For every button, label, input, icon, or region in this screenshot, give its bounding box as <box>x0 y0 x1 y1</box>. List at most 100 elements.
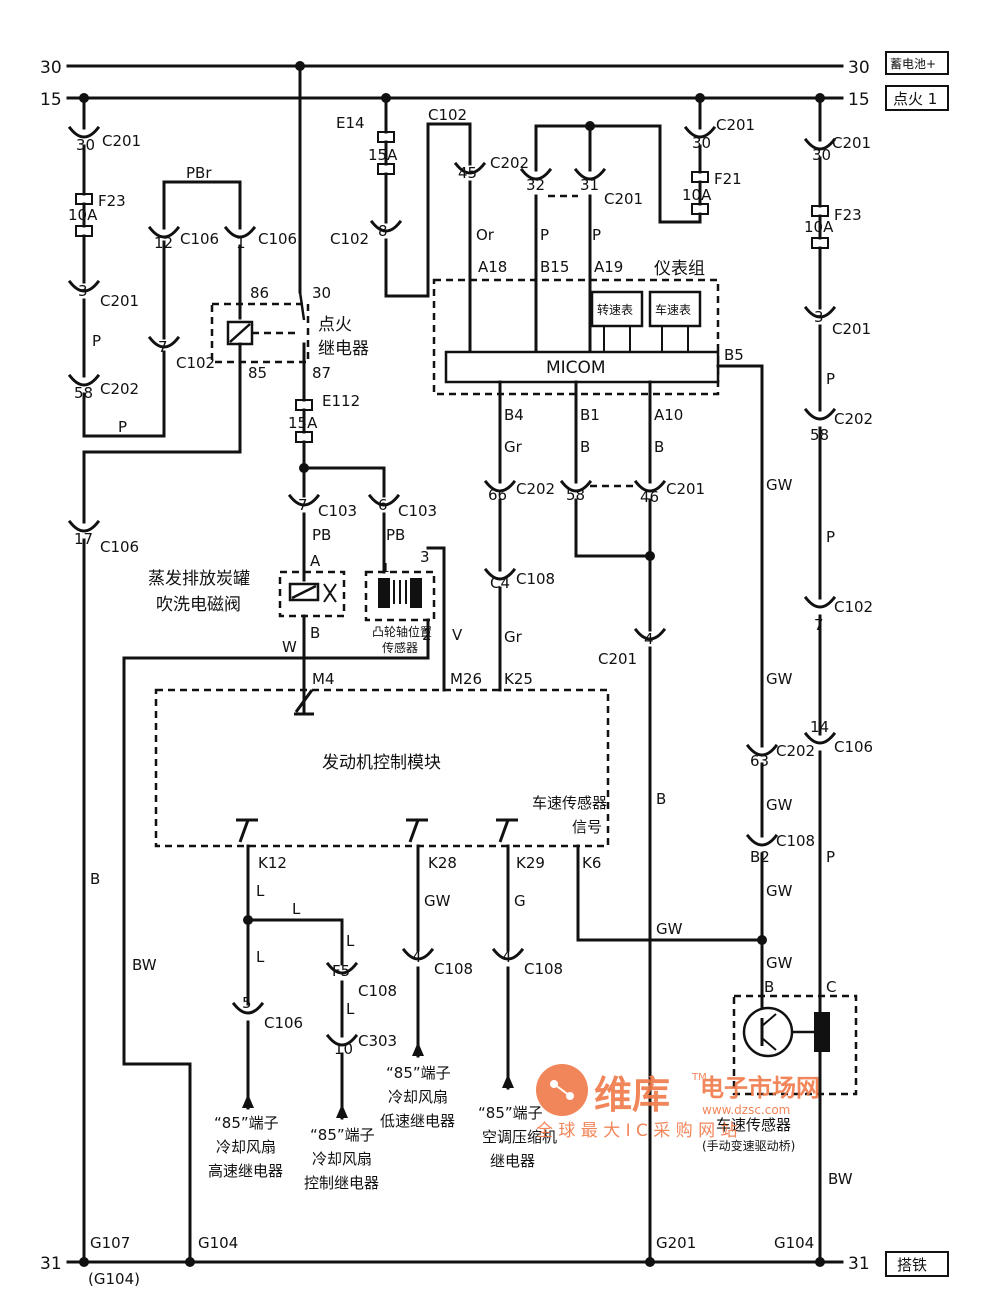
svg-text:G: G <box>514 892 526 910</box>
svg-text:Gr: Gr <box>504 438 523 456</box>
svg-text:转速表: 转速表 <box>597 302 633 317</box>
svg-text:6: 6 <box>378 496 388 514</box>
svg-text:B: B <box>656 790 666 808</box>
svg-text:A19: A19 <box>594 258 623 276</box>
svg-text:C103: C103 <box>318 502 357 520</box>
svg-text:C202: C202 <box>516 480 555 498</box>
svg-text:C202: C202 <box>834 410 873 428</box>
connector-c202-32 <box>519 167 553 181</box>
svg-text:K28: K28 <box>428 854 457 872</box>
connector-c106-14 <box>803 731 837 745</box>
svg-text:C108: C108 <box>516 570 555 588</box>
svg-text:4: 4 <box>502 948 512 966</box>
evap-outline <box>278 570 346 618</box>
svg-text:吹洗电磁阀: 吹洗电磁阀 <box>156 595 241 615</box>
instrument-cluster: 仪表组 MICOM 转速表 车速表 B5 GW GW <box>432 259 793 748</box>
rail-15-label-right: 15 <box>848 90 870 110</box>
svg-text:45: 45 <box>458 164 477 182</box>
connector-c201-31 <box>573 167 607 181</box>
connector-c202-66 <box>483 479 517 493</box>
svg-text:P: P <box>118 418 127 436</box>
svg-text:P: P <box>826 528 835 546</box>
svg-text:87: 87 <box>312 364 331 382</box>
svg-text:C201: C201 <box>102 132 141 150</box>
svg-text:B: B <box>654 438 664 456</box>
connector-c201-30-right <box>803 137 837 151</box>
right-feed-circuit: 30 C201 10A F23 3 C201 P 58 C202 P 7 C10… <box>803 96 873 1264</box>
svg-text:A: A <box>310 552 321 570</box>
svg-text:30: 30 <box>812 146 831 164</box>
svg-text:GW: GW <box>766 670 793 688</box>
e112-circuit: 15A E112 7 C103 6 C103 PB PB <box>287 392 437 582</box>
svg-text:F23: F23 <box>98 192 126 210</box>
vehicle-speed-sensor-circuit: GW 63 C202 GW B2 C108 GW GW B C 车速传感器 (手… <box>576 742 858 1153</box>
svg-text:32: 32 <box>526 176 545 194</box>
svg-text:GW: GW <box>766 882 793 900</box>
svg-text:14: 14 <box>810 718 829 736</box>
svg-text:信号: 信号 <box>572 818 602 836</box>
svg-text:C201: C201 <box>100 292 139 310</box>
connector-c201-3 <box>67 279 101 293</box>
svg-text:PB: PB <box>386 526 405 544</box>
svg-text:蒸发排放炭罐: 蒸发排放炭罐 <box>148 569 250 589</box>
svg-text:10: 10 <box>334 1040 353 1058</box>
svg-text:www.dzsc.com: www.dzsc.com <box>702 1103 790 1117</box>
svg-text:4: 4 <box>644 630 654 648</box>
connector-c201-30 <box>67 125 101 139</box>
svg-text:MICOM: MICOM <box>546 358 606 378</box>
svg-text:车速传感器: 车速传感器 <box>716 1116 791 1134</box>
speedometer <box>648 290 702 328</box>
svg-text:“85”端子: “85”端子 <box>310 1126 375 1144</box>
connector-c201-46 <box>633 479 667 493</box>
svg-text:C102: C102 <box>834 598 873 616</box>
ecm-outline <box>154 688 610 848</box>
svg-text:C106: C106 <box>100 538 139 556</box>
svg-text:85: 85 <box>248 364 267 382</box>
svg-text:86: 86 <box>250 284 269 302</box>
svg-text:B: B <box>90 870 100 888</box>
svg-text:C303: C303 <box>358 1032 397 1050</box>
svg-text:(手动变速驱动桥): (手动变速驱动桥) <box>702 1138 795 1153</box>
svg-text:TM: TM <box>691 1072 707 1083</box>
svg-text:5: 5 <box>242 994 252 1012</box>
svg-text:C201: C201 <box>666 480 705 498</box>
svg-text:3: 3 <box>78 282 88 300</box>
connector-c108-b2 <box>745 833 779 847</box>
ground-labels: G107 (G104) G104 G201 G104 <box>88 1234 814 1288</box>
power-rails: 30 30 15 15 31 31 蓄电池+ 点火 1 搭铁 <box>40 51 949 1277</box>
svg-text:C202: C202 <box>490 154 529 172</box>
svg-text:30: 30 <box>692 134 711 152</box>
connector-c108-4b <box>491 947 525 961</box>
svg-text:GW: GW <box>656 920 683 938</box>
svg-text:“85”端子: “85”端子 <box>214 1114 279 1132</box>
svg-text:L: L <box>346 1000 355 1018</box>
svg-text:B: B <box>310 624 320 642</box>
svg-text:63: 63 <box>750 752 769 770</box>
connector-c102-7 <box>147 335 181 349</box>
svg-text:继电器: 继电器 <box>490 1152 535 1170</box>
connector-c108-f5 <box>325 961 359 975</box>
svg-text:C106: C106 <box>834 738 873 756</box>
svg-text:3: 3 <box>814 308 824 326</box>
svg-text:L: L <box>292 900 301 918</box>
svg-text:B2: B2 <box>750 848 770 866</box>
connector-c201-30-mid <box>683 125 717 139</box>
svg-text:1: 1 <box>236 234 246 252</box>
battery-box <box>885 51 949 75</box>
svg-text:C103: C103 <box>398 502 437 520</box>
svg-text:C108: C108 <box>524 960 563 978</box>
svg-text:K25: K25 <box>504 670 533 688</box>
svg-text:车速表: 车速表 <box>655 302 691 317</box>
svg-text:低速继电器: 低速继电器 <box>380 1112 455 1130</box>
ignition-box <box>885 85 949 111</box>
battery-label: 蓄电池+ <box>890 57 936 71</box>
svg-text:A10: A10 <box>654 406 683 424</box>
connector-c106-5 <box>231 1001 265 1015</box>
svg-text:L: L <box>256 948 265 966</box>
svg-text:C201: C201 <box>832 134 871 152</box>
svg-text:30: 30 <box>312 284 331 302</box>
svg-text:P: P <box>592 226 601 244</box>
svg-text:K12: K12 <box>258 854 287 872</box>
svg-text:G201: G201 <box>656 1234 696 1252</box>
svg-text:GW: GW <box>766 796 793 814</box>
